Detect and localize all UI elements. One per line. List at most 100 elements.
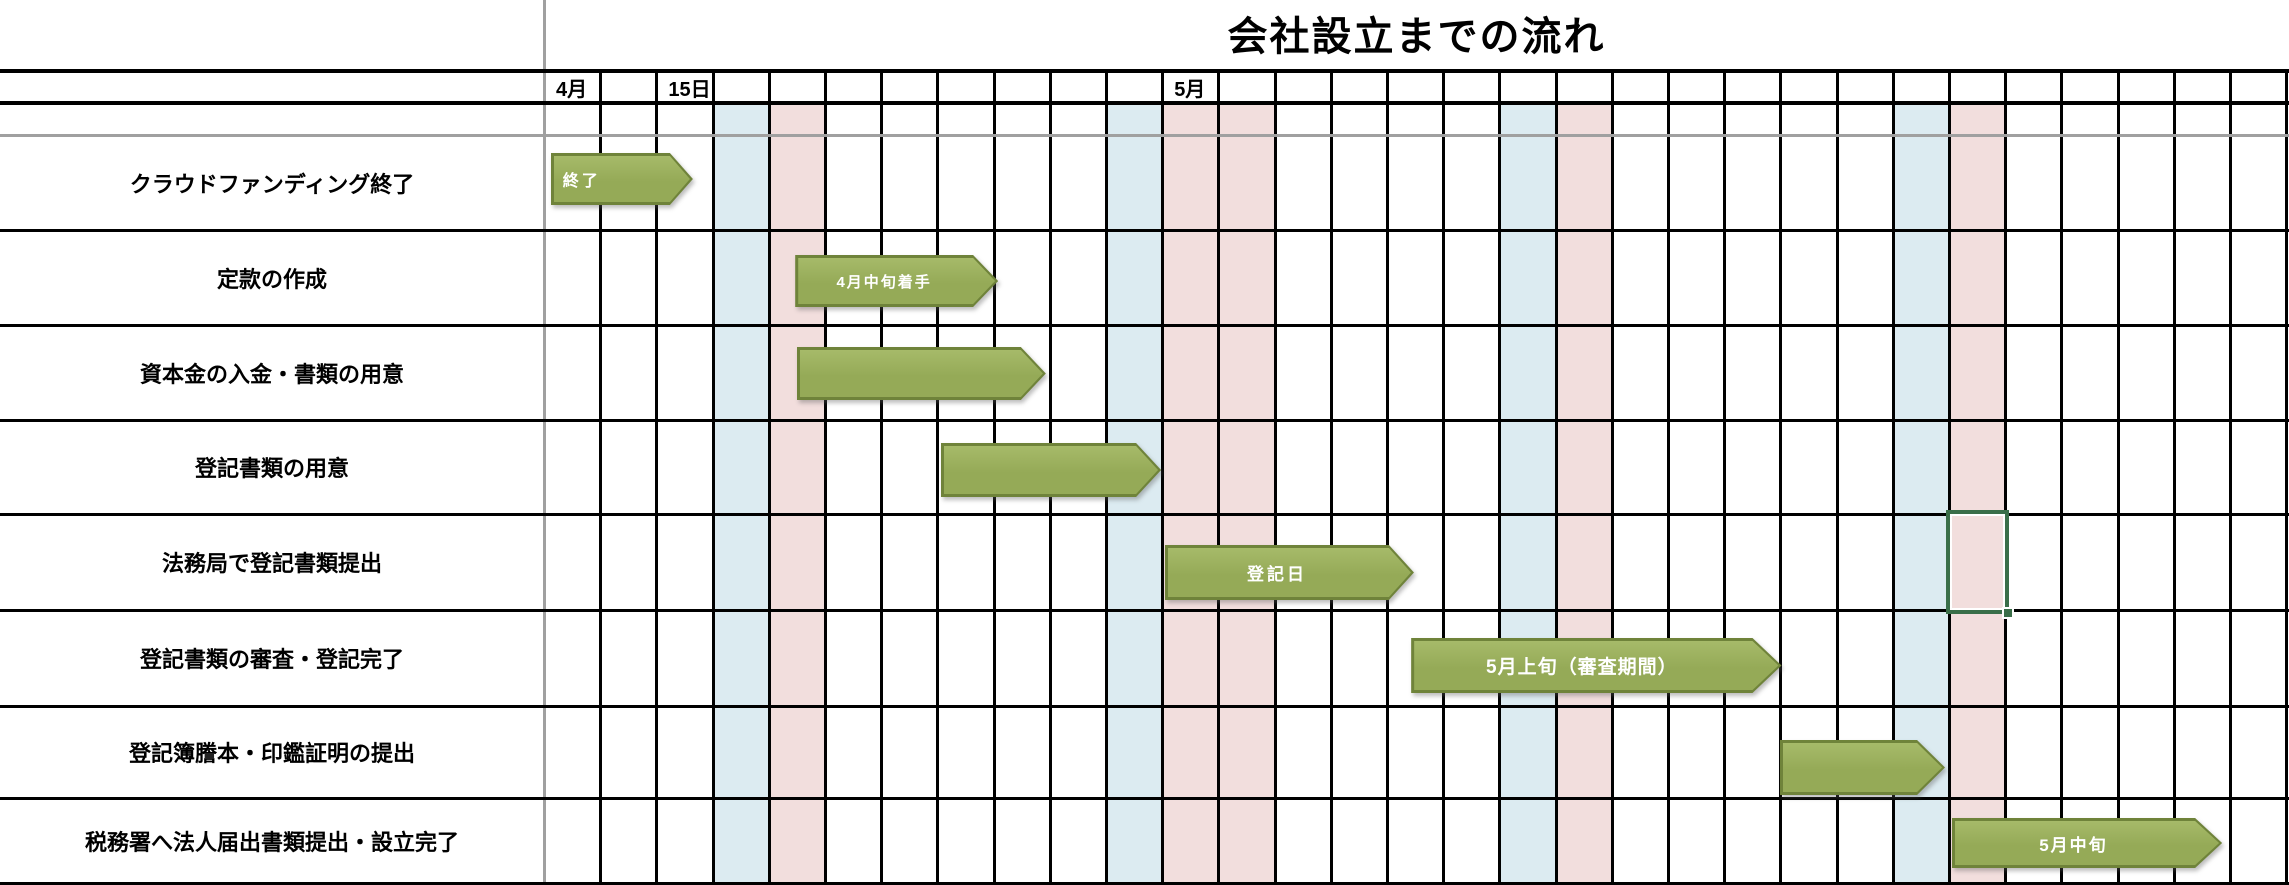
day-grid-line — [1498, 69, 1501, 885]
saturday-shade-column — [712, 105, 769, 885]
day-grid-line — [2173, 69, 2176, 885]
month-label: 4月 — [556, 78, 588, 101]
sunday-holiday-shade-column — [1555, 105, 1612, 885]
saturday-shade-column — [1499, 105, 1556, 885]
task-name: 法務局で登記書類提出 — [161, 551, 382, 576]
day-grid-line — [1611, 69, 1614, 885]
row-grid-line — [0, 513, 2289, 516]
task-name-cell[interactable]: 法務局で登記書類提出 — [0, 514, 544, 610]
day-grid-line — [1442, 69, 1445, 885]
task-name-cell[interactable]: 登記書類の審査・登記完了 — [0, 610, 544, 706]
day-grid-line — [2060, 69, 2063, 885]
active-cell-selection[interactable] — [1946, 510, 2015, 619]
task-bar-text: 5月中旬 — [2039, 835, 2108, 855]
task-name-cell[interactable]: 資本金の入金・書類の用意 — [0, 325, 544, 420]
task-bar[interactable] — [1780, 740, 1945, 795]
row-grid-line — [0, 419, 2289, 422]
task-name: 登記書類の審査・登記完了 — [139, 647, 404, 672]
task-bar-text: 終了 — [562, 173, 601, 190]
task-bar-fill — [798, 258, 995, 304]
task-bar[interactable] — [797, 347, 1046, 400]
task-bar-fill — [1168, 548, 1411, 597]
task-bar-label: 5月上旬（審査期間） — [1411, 638, 1752, 693]
task-bar[interactable]: 4月中旬着手 — [795, 255, 998, 307]
task-name: 資本金の入金・書類の用意 — [139, 361, 404, 387]
task-bar-label — [797, 347, 1021, 400]
month-label-cell[interactable]: 4月 — [556, 73, 587, 101]
task-bar-text: 4月中旬着手 — [836, 273, 932, 291]
task-name-cell[interactable]: 税務署へ法人届出書類提出・設立完了 — [0, 798, 544, 883]
day-grid-line — [599, 69, 602, 885]
day-grid-line — [2285, 69, 2288, 885]
subheader-gray-line — [0, 134, 2289, 137]
day-grid-line — [1555, 69, 1558, 885]
month-label-cell[interactable]: 15日 — [668, 73, 710, 101]
row-grid-line — [0, 705, 2289, 708]
day-grid-line — [1386, 69, 1389, 885]
task-bar-fill — [1414, 641, 1778, 690]
day-grid-line — [1217, 69, 1220, 885]
row-grid-line — [0, 324, 2289, 327]
day-grid-line — [1723, 69, 1726, 885]
day-grid-line — [1779, 69, 1782, 885]
task-bar-label: 終了 — [551, 153, 670, 205]
day-grid-line — [1274, 69, 1277, 885]
task-name-cell[interactable]: 定款の作成 — [0, 230, 544, 325]
task-bar[interactable]: 終了 — [551, 153, 693, 205]
row-grid-line — [0, 882, 2289, 885]
month-label: 5月 — [1174, 78, 1206, 101]
day-grid-line — [2004, 69, 2007, 885]
day-grid-line — [1161, 69, 1164, 885]
panel-divider-line — [543, 0, 546, 885]
task-name: 定款の作成 — [216, 266, 327, 292]
task-name: 税務署へ法人届出書類提出・設立完了 — [84, 829, 459, 855]
row-grid-line — [0, 609, 2289, 612]
chart-title-cell[interactable]: 会社設立までの流れ — [544, 4, 2289, 62]
task-name-cell[interactable]: クラウドファンディング終了 — [0, 136, 544, 230]
day-grid-line — [824, 69, 827, 885]
day-grid-line — [1667, 69, 1670, 885]
task-bar-fill — [1783, 743, 1942, 792]
task-bar-text: 5月上旬（審査期間） — [1486, 657, 1678, 678]
row-grid-line — [0, 797, 2289, 800]
month-label-cell[interactable]: 5月 — [1174, 73, 1205, 101]
fill-handle[interactable] — [2002, 607, 2015, 619]
task-bar[interactable]: 5月中旬 — [1952, 818, 2222, 868]
task-bar-label — [1780, 740, 1917, 795]
day-grid-line — [1836, 69, 1839, 885]
chart-title: 会社設立までの流れ — [1227, 15, 1606, 59]
day-grid-line — [712, 69, 715, 885]
task-bar-fill — [1955, 821, 2219, 865]
task-bar[interactable]: 5月上旬（審査期間） — [1411, 638, 1781, 693]
day-grid-line — [880, 69, 883, 885]
row-grid-line — [0, 229, 2289, 232]
task-name: 登記書類の用意 — [194, 456, 349, 481]
task-name-cell[interactable]: 登記簿謄本・印鑑証明の提出 — [0, 706, 544, 798]
header-bottom-line — [0, 101, 2289, 105]
task-name: クラウドファンディング終了 — [129, 172, 415, 197]
sunday-holiday-shade-column — [1218, 105, 1275, 885]
task-bar-label — [941, 443, 1136, 497]
header-top-line — [0, 69, 2289, 73]
task-bar[interactable]: 登記日 — [1165, 545, 1414, 600]
sunday-holiday-shade-column — [768, 105, 825, 885]
day-grid-line — [2229, 69, 2232, 885]
day-grid-line — [768, 69, 771, 885]
day-grid-line — [1330, 69, 1333, 885]
month-label: 15日 — [668, 78, 711, 101]
task-bar-label: 登記日 — [1165, 545, 1389, 600]
day-grid-line — [655, 69, 658, 885]
task-name: 登記簿謄本・印鑑証明の提出 — [128, 741, 415, 766]
task-bar-fill — [554, 156, 690, 202]
task-bar-fill — [944, 446, 1158, 494]
task-bar-label: 5月中旬 — [1952, 818, 2195, 868]
day-grid-line — [936, 69, 939, 885]
day-grid-line — [1892, 69, 1895, 885]
task-bar[interactable] — [941, 443, 1161, 497]
day-grid-line — [2117, 69, 2120, 885]
task-bar-label: 4月中旬着手 — [795, 255, 973, 307]
day-grid-line — [1948, 69, 1951, 885]
task-bar-text: 登記日 — [1246, 565, 1307, 584]
task-name-cell[interactable]: 登記書類の用意 — [0, 420, 544, 514]
